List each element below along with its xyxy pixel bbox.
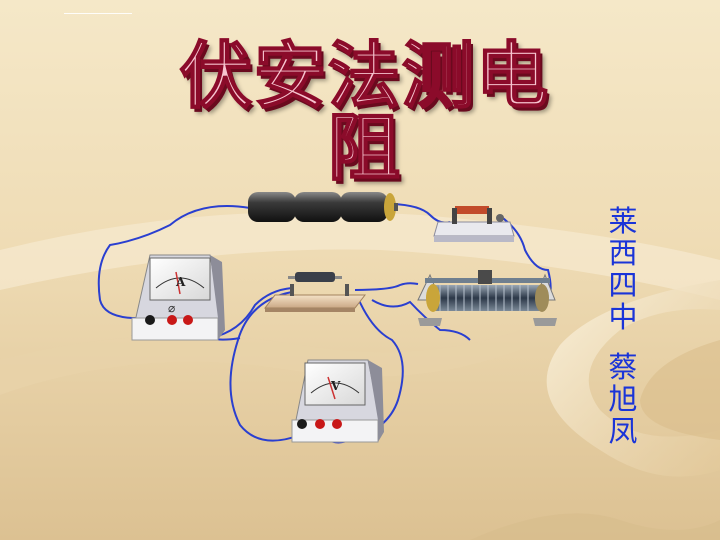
ammeter-symbol: A [175,275,186,289]
author-char: 蔡 [608,350,638,384]
top-decoration-line [64,13,132,14]
slide-title: 伏安法测电阻 [179,34,550,190]
author-vertical-text: 莱 西 四 中 蔡 旭 凤 [603,205,643,447]
voltmeter: V [291,359,384,443]
author-char: 旭 [608,382,638,416]
resistor [263,272,367,312]
author-char: 莱 [608,204,638,238]
author-char: 西 [608,236,638,270]
svg-text:⌀: ⌀ [168,301,175,315]
voltmeter-symbol: V [330,379,341,393]
ammeter: A ⌀ [131,254,225,341]
switch [433,206,515,242]
battery-cells [248,192,398,222]
author-char: 中 [608,300,638,334]
rheostat [417,270,557,326]
author-char: 凤 [608,414,638,448]
author-char: 四 [608,268,638,302]
